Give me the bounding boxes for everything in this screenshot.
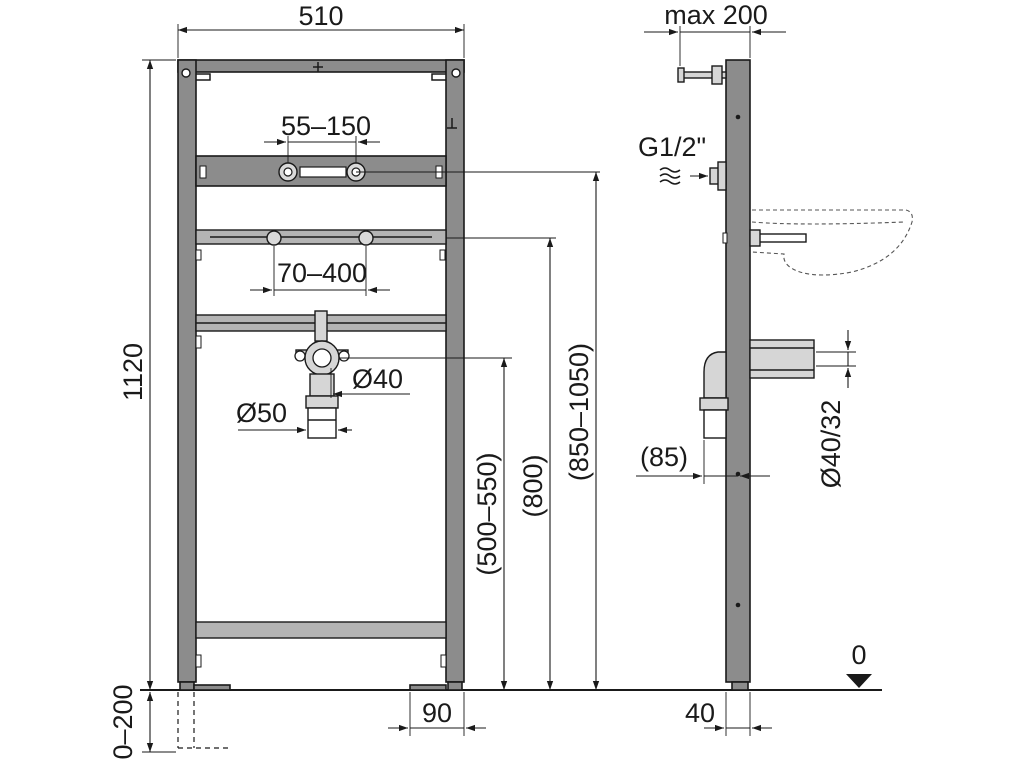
bottom-rail (195, 621, 447, 639)
right-post (445, 59, 465, 683)
bracket-bolt-icon (266, 230, 282, 246)
drain-lower-label: Ø50 (236, 398, 287, 428)
screw-icon (181, 68, 191, 78)
front-view: 510 1120 55–150 70–400 Ø40 Ø50 (50 (108, 1, 600, 760)
right-floor-plate (409, 684, 447, 691)
bracket-height-label: (800) (518, 454, 548, 517)
left-foot (179, 681, 195, 691)
side-view: G1/2" max 200 (85) (636, 0, 913, 736)
offset-label: (85) (640, 442, 688, 472)
drain-height-label: (500–550) (472, 452, 502, 575)
screw-icon (451, 68, 461, 78)
outlet-diameter-label: Ø40/32 (816, 400, 846, 489)
thread-label: G1/2" (638, 132, 706, 162)
drain-upper-label: Ø40 (352, 364, 403, 394)
tap-spacing-label: 55–150 (281, 111, 371, 141)
floor-level-marker-icon (846, 674, 872, 688)
outlet-pipe (749, 339, 815, 379)
foot-width-label: 90 (422, 698, 452, 728)
floor-level-label: 0 (851, 640, 866, 670)
sink-outline (751, 209, 913, 276)
drain-fitting (294, 310, 350, 439)
water-connector (659, 161, 727, 191)
side-foot (731, 681, 749, 691)
tap-height-label: (850–1050) (564, 343, 594, 481)
tap-bolt (677, 65, 727, 85)
tap-slot (299, 166, 347, 178)
bracket-spacing-label: 70–400 (277, 258, 367, 288)
left-post (177, 59, 197, 683)
siphon-trap (699, 351, 729, 439)
depth-label: max 200 (664, 0, 768, 30)
leg-extension-label: 0–200 (108, 684, 138, 759)
height-label: 1120 (118, 343, 148, 401)
frame-depth-label: 40 (685, 698, 715, 728)
right-foot (447, 681, 463, 691)
left-floor-plate (193, 684, 231, 691)
side-post (725, 59, 751, 683)
top-rail (177, 59, 465, 73)
width-label: 510 (298, 1, 343, 31)
bracket-bolt-icon (358, 230, 374, 246)
